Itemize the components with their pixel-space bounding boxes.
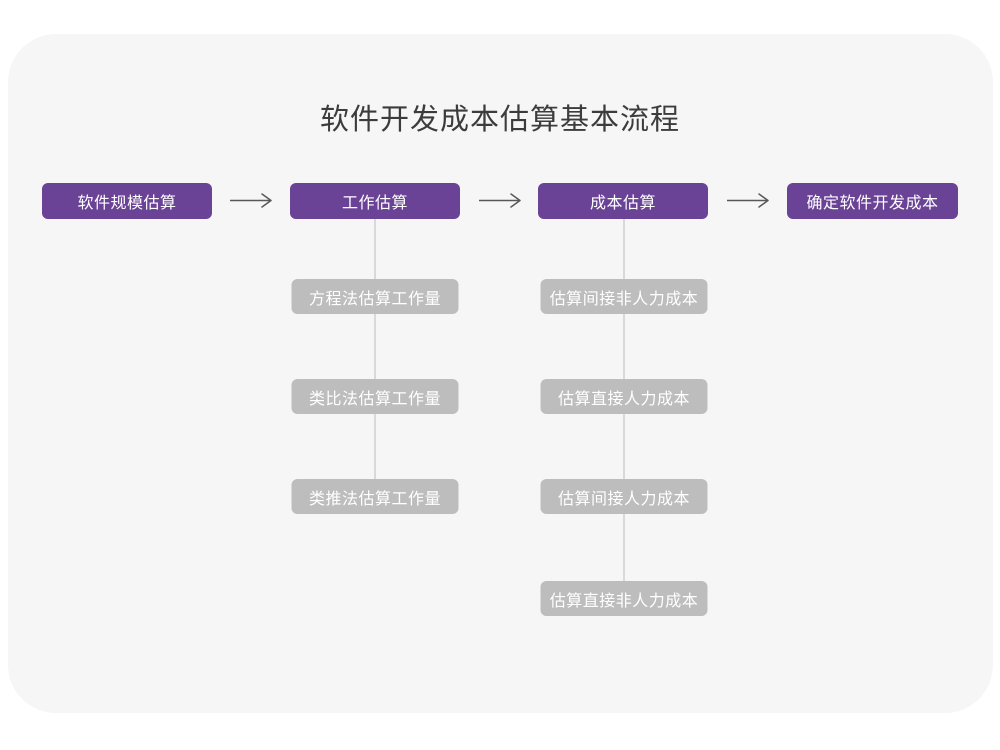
sub-node-direct-nonlabor-cost: 估算直接非人力成本 bbox=[540, 581, 708, 616]
sub-node-indirect-labor-cost: 估算间接人力成本 bbox=[540, 479, 708, 514]
flow-node-cost-estimation: 成本估算 bbox=[538, 183, 708, 219]
connector-line-work bbox=[374, 218, 376, 496]
arrow-right-icon bbox=[726, 193, 770, 208]
flow-node-final-cost: 确定软件开发成本 bbox=[787, 183, 958, 219]
sub-node-indirect-nonlabor-cost: 估算间接非人力成本 bbox=[540, 279, 708, 314]
arrow-right-icon bbox=[478, 193, 522, 208]
sub-node-extrapolation-method: 类推法估算工作量 bbox=[291, 479, 459, 514]
flow-node-work-estimation: 工作估算 bbox=[290, 183, 460, 219]
diagram-card bbox=[8, 34, 993, 713]
sub-node-direct-labor-cost: 估算直接人力成本 bbox=[540, 379, 708, 414]
arrow-right-icon bbox=[229, 193, 273, 208]
sub-node-equation-method: 方程法估算工作量 bbox=[291, 279, 459, 314]
sub-node-analogy-method: 类比法估算工作量 bbox=[291, 379, 459, 414]
page-title: 软件开发成本估算基本流程 bbox=[319, 104, 680, 136]
flow-node-scale-estimation: 软件规模估算 bbox=[42, 183, 212, 219]
